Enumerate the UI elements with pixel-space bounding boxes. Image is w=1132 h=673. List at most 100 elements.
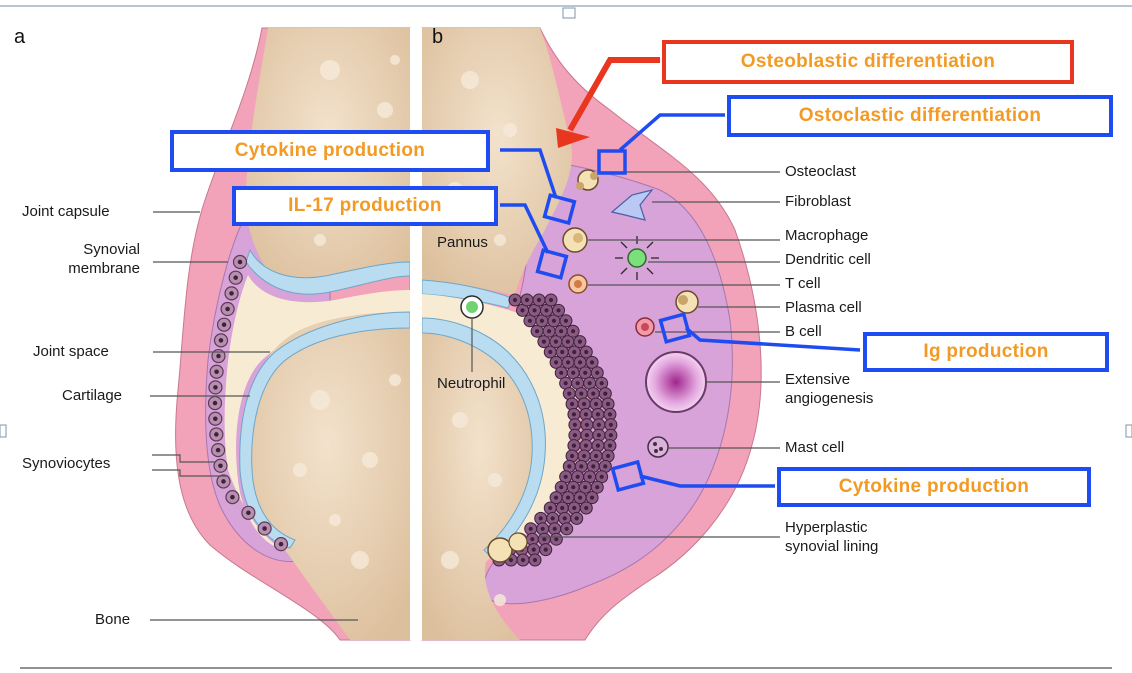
right-resize-handle[interactable] <box>1126 425 1132 437</box>
lining-cell-nucleus <box>554 537 558 541</box>
label-cartilage: Cartilage <box>62 387 122 405</box>
lining-cell-nucleus <box>583 371 587 375</box>
lining-cell-nucleus <box>596 412 600 416</box>
lining-cell-nucleus <box>567 392 571 396</box>
callout-cytokine-production-top: Cytokine production <box>170 130 490 172</box>
lining-cell-nucleus <box>588 475 592 479</box>
lining-cell-nucleus <box>532 308 536 312</box>
lining-cell-nucleus <box>578 496 582 500</box>
lining-cell-nucleus <box>578 360 582 364</box>
panel-label-b: b <box>432 26 443 49</box>
panel-divider <box>410 28 422 640</box>
lining-cell-nucleus <box>547 329 551 333</box>
lining-cell-nucleus <box>570 402 574 406</box>
synoviocyte-nucleus <box>279 542 284 547</box>
lining-cell-nucleus <box>591 392 595 396</box>
lining-cell-nucleus <box>567 464 571 468</box>
label-joint-capsule: Joint capsule <box>22 203 110 221</box>
lining-cell-nucleus <box>530 537 534 541</box>
lining-cell-nucleus <box>540 319 544 323</box>
callout-osteoclastic-differentiation: Ostoclastic differentiation <box>727 95 1113 137</box>
label-fibroblast: Fibroblast <box>785 193 851 211</box>
lining-cell-nucleus <box>584 412 588 416</box>
synoviocyte-nucleus <box>225 307 230 312</box>
lining-cell-nucleus <box>608 444 612 448</box>
synoviocyte-nucleus <box>218 464 223 469</box>
callout-osteoblastic-differentiation: Osteoblastic differentiation <box>662 40 1074 84</box>
lining-cell-nucleus <box>529 527 533 531</box>
lining-cell-nucleus <box>584 506 588 510</box>
label-osteoclast: Osteoclast <box>785 163 856 181</box>
lining-cell-nucleus <box>576 475 580 479</box>
label-neutrophil: Neutrophil <box>437 375 505 393</box>
label-pannus: Pannus <box>437 234 488 252</box>
lining-cell-nucleus <box>609 433 613 437</box>
lining-cell-nucleus <box>556 308 560 312</box>
lining-cell-nucleus <box>600 475 604 479</box>
lining-cell-nucleus <box>548 506 552 510</box>
synoviocyte-nucleus <box>216 354 221 359</box>
label-synovial-membrane: Synovial membrane <box>40 240 140 278</box>
lining-cell-nucleus <box>575 516 579 520</box>
lining-cell-nucleus <box>603 392 607 396</box>
left-resize-handle[interactable] <box>0 425 6 437</box>
lining-cell-nucleus <box>541 527 545 531</box>
top-resize-handle[interactable] <box>563 8 575 18</box>
lining-cell-nucleus <box>542 537 546 541</box>
lining-cell-nucleus <box>582 454 586 458</box>
label-b-cell: B cell <box>785 323 822 341</box>
synoviocyte-nucleus <box>262 526 267 531</box>
b-cell <box>636 318 654 336</box>
lining-cell-nucleus <box>560 506 564 510</box>
lining-cell-nucleus <box>544 548 548 552</box>
lining-cell-nucleus <box>579 464 583 468</box>
label-macrophage: Macrophage <box>785 227 868 245</box>
lining-cell-nucleus <box>584 444 588 448</box>
plasma-cell <box>676 291 698 313</box>
lining-cell-nucleus <box>551 516 555 520</box>
lining-cell-nucleus <box>520 308 524 312</box>
label-bone: Bone <box>95 611 130 629</box>
lining-cell-nucleus <box>509 558 513 562</box>
label-plasma-cell: Plasma cell <box>785 299 862 317</box>
lining-cell-nucleus <box>566 496 570 500</box>
lining-cell-nucleus <box>596 444 600 448</box>
lining-cell-nucleus <box>573 433 577 437</box>
synoviocyte-nucleus <box>246 511 251 516</box>
lining-cell-nucleus <box>595 485 599 489</box>
lining-cell-nucleus <box>572 412 576 416</box>
label-hyperplastic-lining: Hyperplastic synovial lining <box>785 518 878 556</box>
synoviocyte-nucleus <box>230 495 235 500</box>
lining-cell-nucleus <box>564 319 568 323</box>
t-cell <box>569 275 587 293</box>
lining-cell-nucleus <box>579 392 583 396</box>
synoviocyte-nucleus <box>213 401 218 406</box>
lining-cell-nucleus <box>564 475 568 479</box>
label-mast-cell: Mast cell <box>785 439 844 457</box>
synoviocyte-nucleus <box>233 275 238 280</box>
lining-cell-nucleus <box>542 340 546 344</box>
lining-cell-nucleus <box>594 454 598 458</box>
synoviocyte-nucleus <box>213 385 218 390</box>
neutrophil-cell <box>461 296 483 318</box>
lining-cell-nucleus <box>528 319 532 323</box>
lining-cell-nucleus <box>539 516 543 520</box>
lining-cell-nucleus <box>559 485 563 489</box>
lining-cell-nucleus <box>554 496 558 500</box>
lining-cell-nucleus <box>513 298 517 302</box>
lining-cell-nucleus <box>606 402 610 406</box>
lining-cell-nucleus <box>583 485 587 489</box>
lining-cell-nucleus <box>560 350 564 354</box>
lining-cell-nucleus <box>548 350 552 354</box>
lining-cell-nucleus <box>553 527 557 531</box>
lining-cell-nucleus <box>565 527 569 531</box>
synoviocyte-nucleus <box>213 416 218 421</box>
mast-cell <box>648 437 668 457</box>
lining-cell-nucleus <box>525 298 529 302</box>
lining-cell-nucleus <box>591 464 595 468</box>
angiogenesis-vessel <box>646 352 706 412</box>
lining-cell-nucleus <box>573 423 577 427</box>
callout-cytokine-production-bottom: Cytokine production <box>777 467 1091 507</box>
normal-joint <box>176 28 410 640</box>
lining-cell-nucleus <box>595 371 599 375</box>
